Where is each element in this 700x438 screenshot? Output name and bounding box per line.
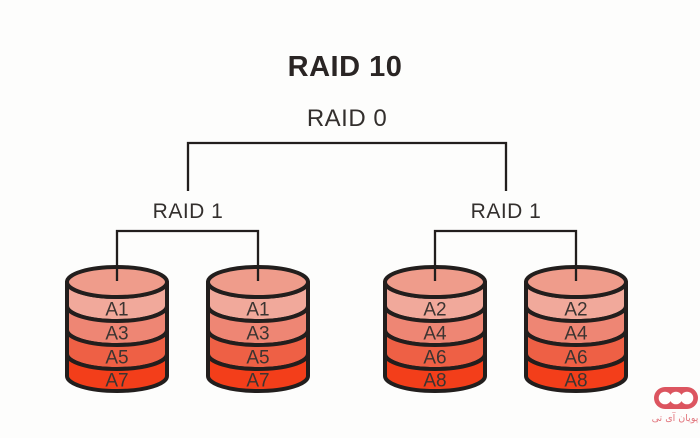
disk-block-label: A3 xyxy=(246,324,269,345)
logo-circle xyxy=(669,391,683,405)
disk-block-label: A8 xyxy=(564,371,587,392)
disk-block-label: A3 xyxy=(105,324,128,345)
disk-block-label: A8 xyxy=(423,371,446,392)
disk-band xyxy=(383,352,487,393)
raid1-left-bracket xyxy=(115,229,260,281)
disk-band xyxy=(524,352,628,393)
disk-block-label: A7 xyxy=(105,371,128,392)
disk-block-label: A1 xyxy=(246,300,269,321)
disk-block-label: A1 xyxy=(105,300,128,321)
disk-block-label: A5 xyxy=(105,348,128,369)
disk-band xyxy=(65,352,169,393)
disk-block-label: A2 xyxy=(564,300,587,321)
raid1-right-bracket xyxy=(433,229,578,281)
disk-block-label: A5 xyxy=(246,348,269,369)
logo-circle xyxy=(658,391,672,405)
raid1-left-label: RAID 1 xyxy=(153,200,224,223)
disk-block-label: A2 xyxy=(423,300,446,321)
disk-block-label: A7 xyxy=(246,371,269,392)
raid0-bracket xyxy=(186,141,508,191)
logo: پویان آی تی xyxy=(652,387,699,424)
raid1-right-label: RAID 1 xyxy=(471,200,542,223)
disk-band xyxy=(206,352,310,393)
disk-block-label: A4 xyxy=(564,324,588,345)
disk-block-label: A6 xyxy=(423,348,446,369)
page-title: RAID 10 xyxy=(288,51,403,83)
raid0-label: RAID 0 xyxy=(307,105,387,132)
logo-circle xyxy=(680,391,694,405)
disk-block-label: A4 xyxy=(423,324,447,345)
logo-text: پویان آی تی xyxy=(652,411,699,424)
disk-block-label: A6 xyxy=(564,348,587,369)
